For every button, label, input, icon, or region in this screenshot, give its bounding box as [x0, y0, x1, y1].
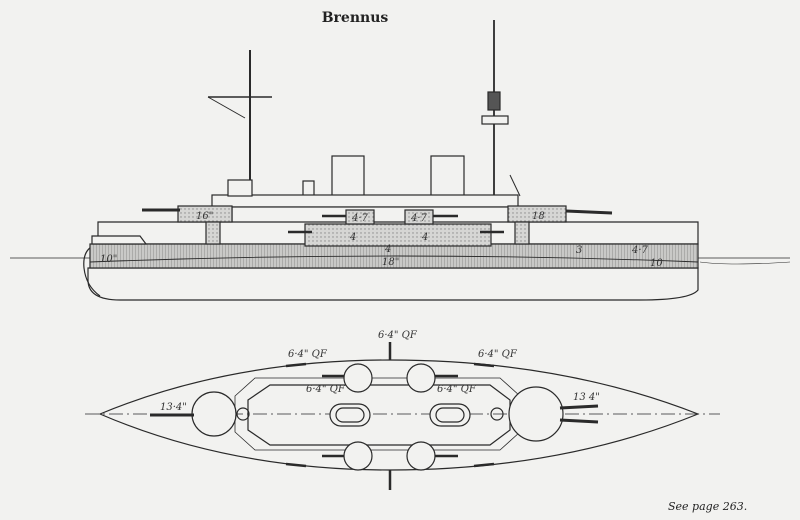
qf-gun-right-bottom: [473, 462, 495, 468]
label-gun-fwd: 13·4": [160, 402, 187, 413]
label-qf-inner-right: 6·4" QF: [437, 384, 477, 395]
funnel-oval-fwd-inner: [335, 407, 365, 423]
casemate-fwd: [177, 205, 233, 223]
water-ripple: [699, 261, 791, 265]
label-casemate-fwd: 16": [196, 211, 213, 222]
label-gun-aft: 13 4": [573, 392, 600, 403]
main-mast-platform: [481, 115, 509, 125]
page-reference: See page 263.: [668, 500, 747, 513]
plan-view: [85, 342, 720, 490]
casemate-aft: [507, 205, 567, 223]
sec-turret-3: [343, 441, 373, 471]
sec-turret-4: [406, 441, 436, 471]
aft-funnel: [430, 155, 465, 199]
gun-aft-plan-1: [559, 404, 599, 410]
label-qf-left: 6·4" QF: [288, 349, 328, 360]
fore-gaff: [207, 96, 246, 119]
turret-fwd: [191, 391, 237, 437]
label-belt-aft-2: 4·7: [631, 245, 649, 256]
hull-lower: [87, 267, 699, 301]
gun-aft-1: [565, 209, 613, 215]
label-casemate-aft: 18: [532, 211, 545, 222]
fore-funnel: [331, 155, 365, 199]
label-qf-right: 6·4" QF: [478, 349, 518, 360]
label-battery-5: 4: [421, 232, 428, 243]
casemate-fwd-support: [205, 221, 221, 245]
bow-guns: [91, 235, 148, 245]
qf-gun-right-top: [473, 362, 495, 368]
main-mast-brace: [509, 174, 521, 197]
label-belt-bow: 10": [100, 254, 117, 265]
plan-labels: 6·4" QF 6·4" QF 6·4" QF 6·4" QF 6·4" QF …: [160, 330, 600, 413]
gun-aft-plan-2: [559, 418, 599, 424]
sec-turret-2: [406, 363, 436, 393]
qf-gun-left-bottom: [285, 462, 307, 468]
label-belt-main: 18": [382, 257, 399, 268]
label-belt-aft-1: 3: [576, 245, 582, 256]
profile-view: [10, 20, 791, 301]
qf-gun-left-top: [285, 362, 307, 368]
small-mount-fwd: [236, 407, 250, 421]
turret-aft: [508, 386, 564, 442]
label-battery-3: 4: [349, 232, 356, 243]
label-qf-inner-left: 6·4" QF: [306, 384, 346, 395]
main-mast-top: [487, 91, 501, 111]
plan-superstructure: [247, 384, 511, 446]
funnel-oval-aft: [429, 403, 471, 427]
small-mount-aft: [490, 407, 504, 421]
vent: [302, 180, 315, 197]
fwd-turret-base: [227, 179, 253, 197]
diagram-title: Brennus: [322, 10, 389, 26]
belt-curve: [89, 255, 699, 263]
profile-labels: 16" 18 4·7 4·7 4 4 4 18" 10" 3 4·7 10: [100, 211, 663, 269]
label-battery-2: 4·7: [410, 213, 428, 224]
label-belt-aft-3: 10: [650, 258, 663, 269]
sec-turret-1: [343, 363, 373, 393]
label-battery-1: 4·7: [351, 213, 369, 224]
flying-deck: [211, 194, 519, 208]
label-qf-center: 6·4" QF: [378, 330, 418, 341]
funnel-oval-aft-inner: [435, 407, 465, 423]
central-battery: [304, 223, 492, 247]
funnel-oval-fwd: [329, 403, 371, 427]
label-battery-4: 4: [384, 244, 391, 255]
casemate-aft-support: [514, 221, 530, 245]
